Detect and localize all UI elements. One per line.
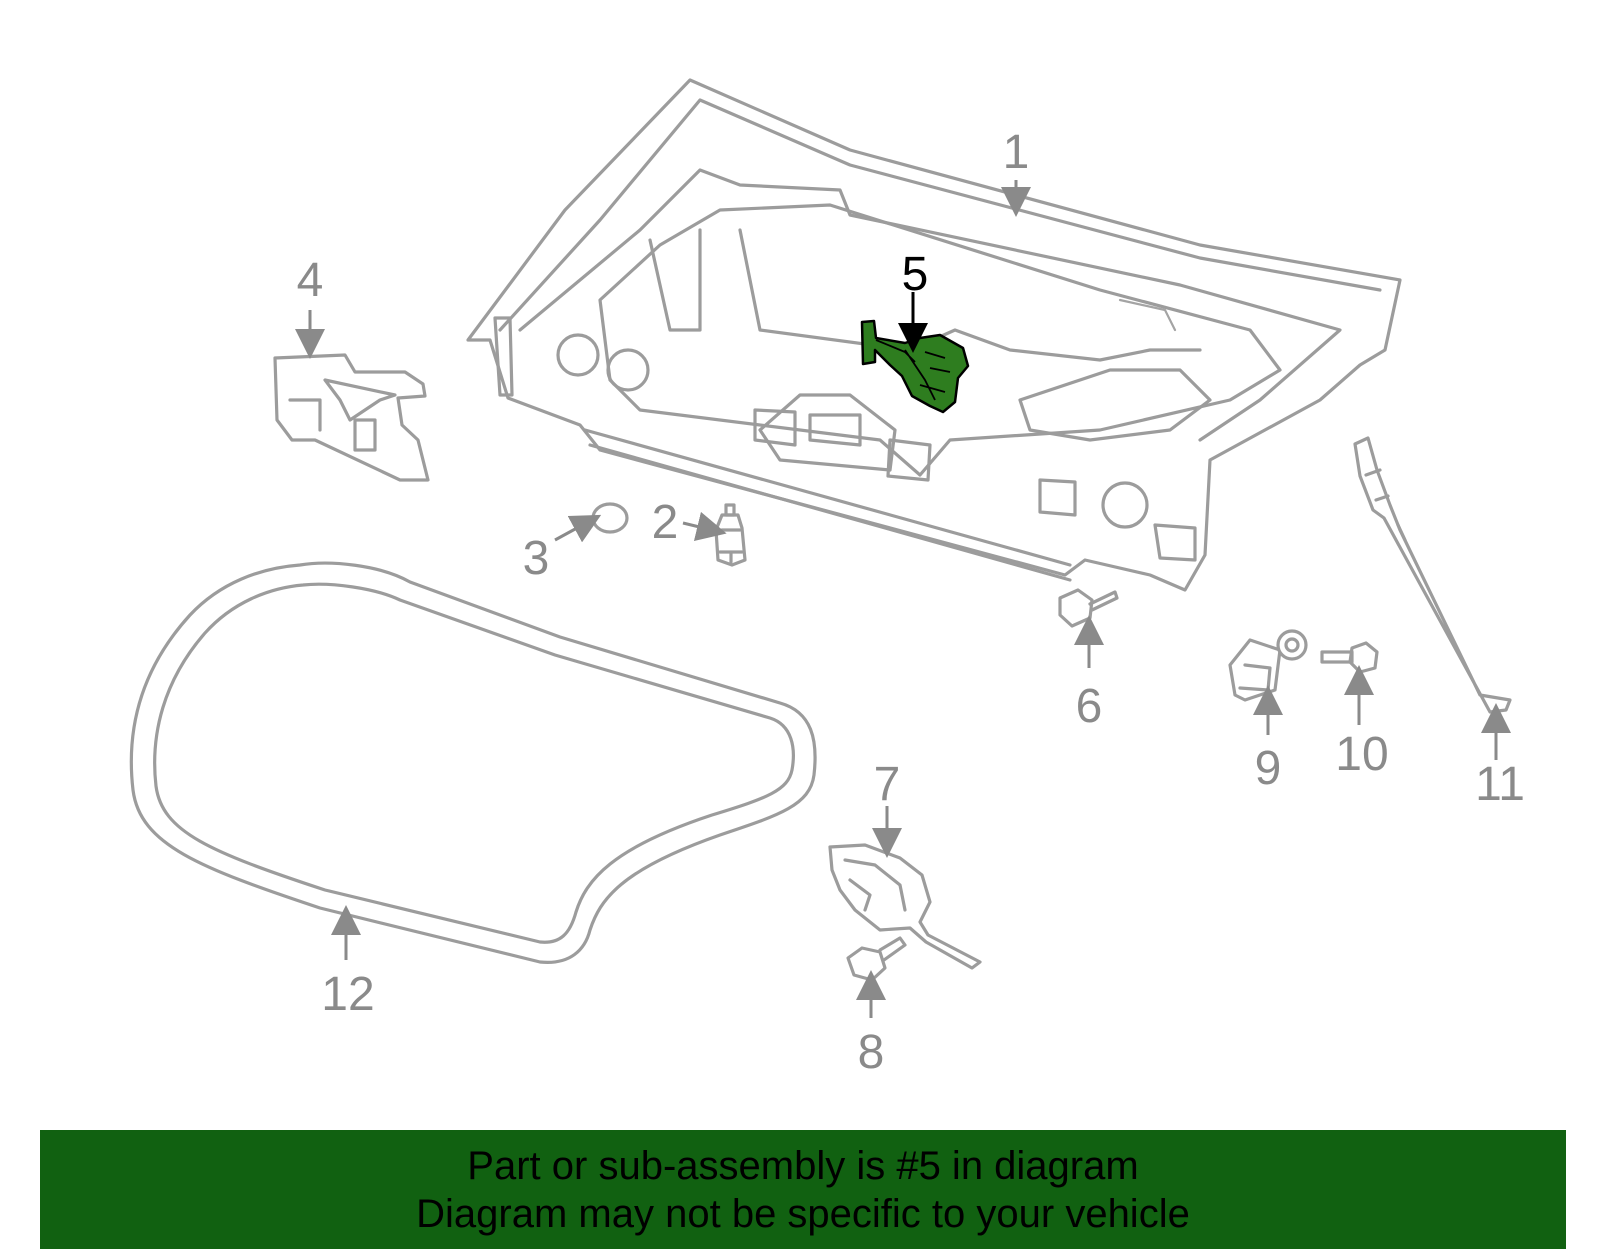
hinge-bracket-part — [1228, 629, 1308, 702]
grommet-part — [591, 502, 629, 534]
bolt-part-10 — [1320, 641, 1379, 674]
banner-line-2: Diagram may not be specific to your vehi… — [416, 1192, 1190, 1236]
callout-11: 11 — [1475, 758, 1525, 811]
lower-bracket-part — [828, 843, 982, 970]
callout-12: 12 — [321, 968, 374, 1021]
info-banner: Part or sub-assembly is #5 in diagram Di… — [40, 1130, 1566, 1249]
callout-4: 4 — [297, 254, 324, 307]
callout-3: 3 — [523, 532, 550, 585]
banner-line-1: Part or sub-assembly is #5 in diagram — [467, 1144, 1139, 1188]
gas-strut-part — [1353, 436, 1512, 714]
callout-10: 10 — [1335, 728, 1388, 781]
callout-6: 6 — [1076, 680, 1103, 733]
weatherstrip-part — [129, 561, 817, 964]
callout-8: 8 — [858, 1026, 885, 1079]
callout-9: 9 — [1255, 742, 1282, 795]
callout-5: 5 — [902, 248, 929, 301]
bolt-part-6 — [1058, 588, 1119, 628]
bumper-part — [714, 503, 747, 567]
bolt-part-8 — [846, 936, 907, 982]
callout-7: 7 — [874, 758, 901, 811]
bracket-part — [273, 353, 430, 482]
callout-1: 1 — [1003, 126, 1030, 179]
callout-2: 2 — [652, 496, 679, 549]
callout-arrows — [295, 180, 1511, 1018]
